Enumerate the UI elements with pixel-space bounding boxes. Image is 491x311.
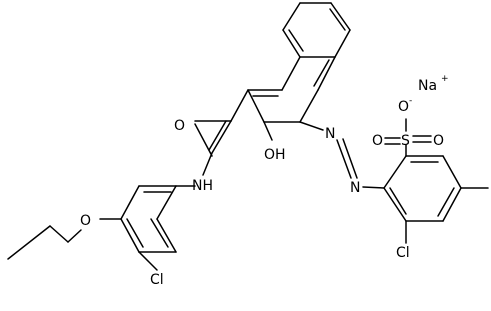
carbonyl-oxygen-label: O [174,118,185,134]
naphthalene-top-ring [282,2,351,58]
bond [334,29,351,58]
bond [208,120,227,151]
sulfonate-group [384,118,432,157]
chlorine-left-label: Cl [150,272,164,288]
bond [282,29,301,58]
bond [211,120,232,154]
azo-nitrogen-lower-label: N [350,180,360,196]
bond [202,152,213,176]
sulfonyl-oxygen-left-label: O [372,133,383,149]
bond [330,2,351,31]
bond [150,218,169,248]
bond [329,8,346,31]
oxygen-anion-label: O [398,99,409,115]
bond [120,218,140,253]
bond [67,229,82,243]
bond [313,59,330,87]
bond [299,121,324,131]
sodium-charge: + [441,74,449,84]
oxygen-anion-charge: - [409,96,412,106]
bond [120,185,140,220]
bond [442,187,462,222]
amide-group [175,89,249,187]
bond [281,56,301,91]
ethoxy-group [7,225,82,260]
bond [288,29,304,52]
azo-bridge [299,121,385,189]
bond [156,218,177,253]
bond [442,155,462,189]
bond [383,155,407,189]
bond [194,123,213,157]
bond [362,186,385,189]
bond [138,251,158,271]
bond [156,185,177,220]
naphthalene-bottom-ring [247,56,336,123]
bond [317,56,336,91]
bond [437,187,455,217]
sodium-label: Na [418,78,437,94]
bond [383,187,407,222]
left-aryl-ring [99,185,177,271]
right-aryl-ring [383,155,489,244]
bond [263,121,273,141]
bond [7,225,51,260]
chlorine-right-label: Cl [396,245,410,261]
bond [49,225,69,243]
azo-nitrogen-upper-label: N [325,126,335,142]
bond [336,139,352,179]
bond [230,89,249,122]
hydroxyl-label: OH [264,147,286,163]
bond [247,89,265,123]
bond [342,138,358,179]
sulfur-label: S [401,133,410,149]
bond [389,187,407,215]
bond [126,218,144,248]
ether-oxygen-label: O [80,213,91,229]
sulfonyl-oxygen-right-label: O [433,133,444,149]
bond [282,2,301,31]
bond [299,89,319,123]
amide-nh-label: NH [192,178,213,194]
